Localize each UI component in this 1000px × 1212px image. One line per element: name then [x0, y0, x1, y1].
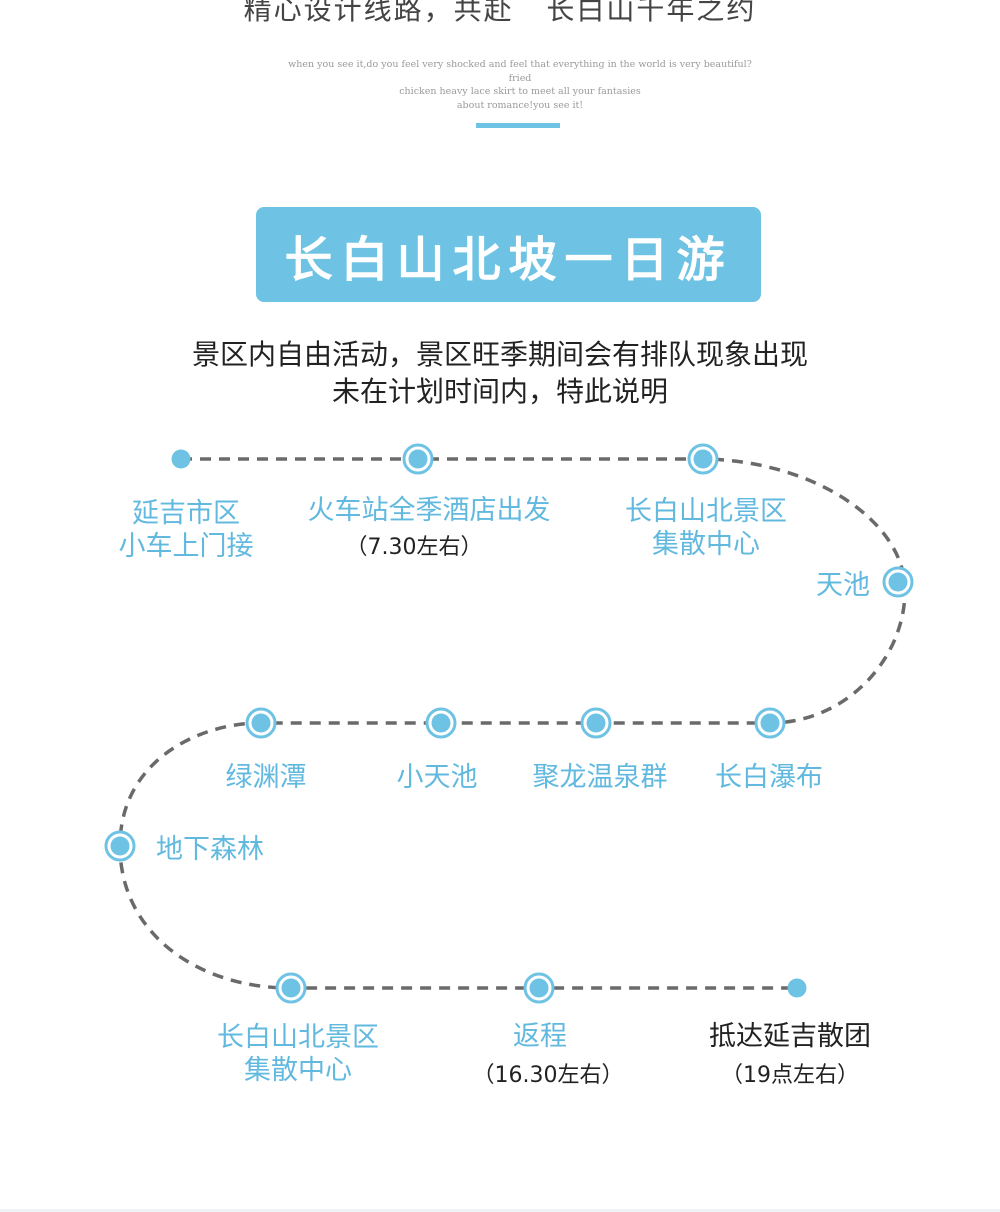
route-stop-marker	[104, 830, 136, 862]
bottom-divider	[0, 1209, 1000, 1212]
route-stop-marker	[171, 449, 191, 469]
tagline-line: chicken heavy lace skirt to meet all you…	[399, 86, 641, 97]
route-stop-marker	[882, 566, 914, 598]
route-stop-marker	[523, 972, 555, 1004]
route-stop-marker	[787, 978, 807, 998]
accent-divider	[476, 123, 560, 128]
route-stop-marker	[402, 443, 434, 475]
route-stop-marker	[580, 707, 612, 739]
stop-label-line: 延吉市区	[132, 498, 240, 529]
stop-label-tianchi: 天池	[816, 570, 870, 601]
stop-label-line: 长白山北景区	[625, 496, 787, 527]
stop-label-waterfall: 长白瀑布	[715, 762, 823, 793]
stop-label-hot-springs: 聚龙温泉群	[532, 762, 668, 793]
stop-label-line: 火车站全季酒店出发	[307, 495, 551, 526]
stop-label-north-center: 长白山北景区 集散中心	[625, 495, 787, 561]
stop-label-arrival: 抵达延吉散团	[709, 1021, 871, 1052]
stop-label-north-center-return: 长白山北景区 集散中心	[217, 1021, 379, 1087]
stop-label-underground-forest: 地下森林	[156, 834, 264, 865]
stop-time-return: （16.30左右）	[472, 1063, 624, 1088]
stop-label-line: 小车上门接	[118, 531, 254, 562]
banner-title: 长白山北坡一日游	[284, 231, 733, 288]
stop-label-return: 返程	[513, 1021, 567, 1052]
route-stop-marker	[754, 707, 786, 739]
stop-time-arrival: （19点左右）	[721, 1063, 859, 1088]
notice-line-2: 未在计划时间内，特此说明	[331, 375, 668, 408]
route-stop-marker	[425, 707, 457, 739]
route-stop-marker	[687, 443, 719, 475]
stop-label-small-tianchi: 小天池	[396, 762, 478, 793]
stop-label-line: 集散中心	[244, 1055, 352, 1086]
tour-banner: 长白山北坡一日游	[256, 207, 761, 302]
tagline-line: about romance!you see it!	[456, 99, 584, 111]
notice-line-1: 景区内自由活动，景区旺季期间会有排队现象出现	[191, 338, 808, 371]
stop-label-lvyuan-pond: 绿渊潭	[225, 762, 307, 793]
route-stop-marker	[245, 707, 277, 739]
stop-label-hotel-departure: 火车站全季酒店出发	[308, 494, 551, 527]
page-heading: 精心设计线路，共赴 长白山千年之约	[243, 0, 757, 26]
english-tagline: when you see it,do you feel very shocked…	[280, 58, 760, 112]
route-stop-marker	[275, 972, 307, 1004]
tagline-line: when you see it,do you feel very shocked…	[288, 59, 752, 84]
stop-label-line: 长白山北景区	[217, 1022, 379, 1053]
stop-label-yanji-city: 延吉市区 小车上门接	[119, 497, 254, 563]
stop-label-line: 集散中心	[652, 529, 760, 560]
stop-time-departure: （7.30左右）	[345, 535, 483, 560]
